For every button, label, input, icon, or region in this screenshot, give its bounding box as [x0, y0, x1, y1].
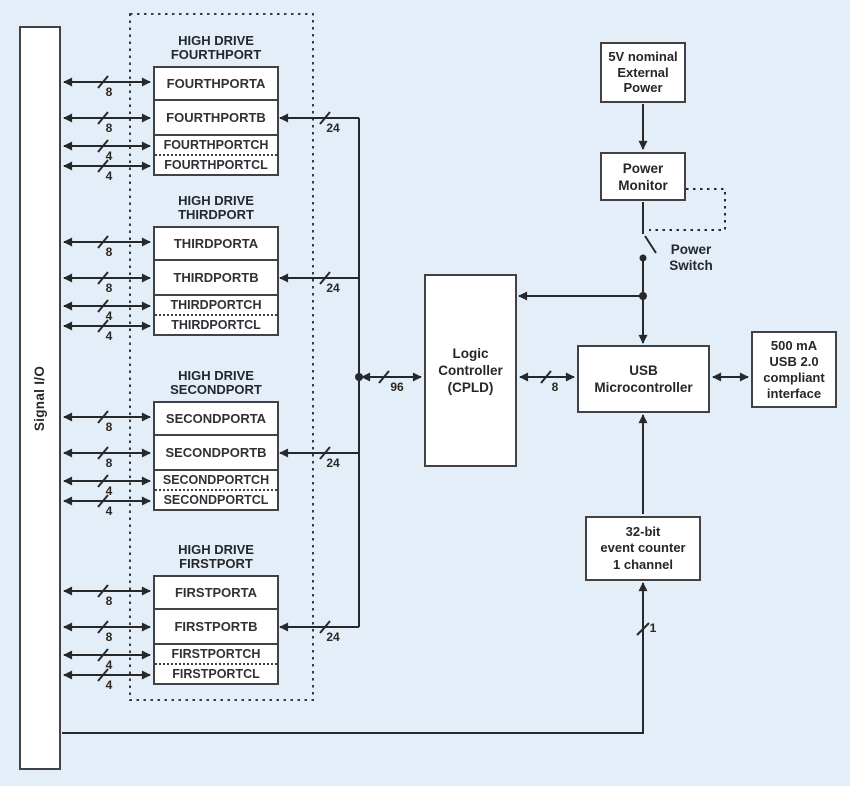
signal-io-box: Signal I/O: [19, 26, 61, 770]
power-monitor-line: Monitor: [618, 177, 668, 193]
port-enclosure-dotted-rect: [129, 13, 314, 701]
header-line: FIRSTPORT: [179, 555, 253, 571]
power-monitor-box: Power Monitor: [600, 152, 686, 201]
external-power-line: Power: [623, 80, 663, 96]
io-arrows-fourthport: [63, 75, 151, 173]
bus-width-label: 24: [326, 121, 340, 135]
logic-controller-line: Controller: [438, 363, 503, 378]
io-arrows-firstport: [63, 584, 151, 682]
bus-width-label: 4: [105, 678, 113, 692]
usb-interface-line: USB 2.0: [769, 353, 819, 369]
external-power-line: External: [617, 64, 669, 80]
bus-width-label: 8: [105, 245, 113, 259]
event-counter-box: 32-bit event counter 1 channel: [585, 516, 701, 581]
port-group-header: HIGH DRIVE THIRDPORT: [153, 194, 279, 221]
event-counter-line: 1 channel: [613, 556, 673, 572]
port-box-firstportch: FIRSTPORTCH: [155, 645, 277, 665]
power-switch-line: Power: [670, 242, 712, 257]
bus-width-label: 8: [105, 85, 113, 99]
header-line: FOURTHPORT: [170, 46, 262, 62]
port-box-fourthportcl: FOURTHPORTCL: [155, 156, 277, 174]
header-line: THIRDPORT: [178, 206, 254, 222]
bus-width-label: 8: [105, 121, 113, 135]
port-box-firstporta: FIRSTPORTA: [155, 577, 277, 610]
logic-controller-box: Logic Controller (CPLD): [424, 274, 517, 467]
usb-interface-line: compliant: [763, 369, 825, 385]
bus-width-label: 4: [105, 504, 113, 518]
bus-width-label: 24: [326, 630, 340, 644]
bus-width-label-8: 8: [551, 380, 559, 394]
header-line: HIGH DRIVE: [178, 193, 254, 208]
port-box-secondportch: SECONDPORTCH: [155, 471, 277, 491]
io-arrows-thirdport: [63, 235, 151, 333]
port-box-thirdportb: THIRDPORTB: [155, 261, 277, 296]
bus-width-label-1: 1: [649, 621, 657, 635]
bus-width-label: 8: [105, 420, 113, 434]
port-group-header: HIGH DRIVE FOURTHPORT: [153, 34, 279, 61]
port-box-secondporta: SECONDPORTA: [155, 403, 277, 436]
header-line: HIGH DRIVE: [178, 542, 254, 557]
io-arrows-secondport: [63, 410, 151, 508]
usb-interface-box: 500 mA USB 2.0 compliant interface: [751, 331, 837, 408]
bus-width-label: 8: [105, 281, 113, 295]
power-switch-blade: [644, 235, 657, 254]
port-group-box: FIRSTPORTA FIRSTPORTB FIRSTPORTCH FIRSTP…: [153, 575, 279, 685]
logic-controller-line: (CPLD): [447, 380, 494, 395]
external-power-box: 5V nominal External Power: [600, 42, 686, 103]
port-box-thirdporta: THIRDPORTA: [155, 228, 277, 261]
port-box-fourthporta: FOURTHPORTA: [155, 68, 277, 101]
port-box-thirdportcl: THIRDPORTCL: [155, 316, 277, 334]
port-group-header: HIGH DRIVE FIRSTPORT: [153, 543, 279, 570]
bus-width-label: 4: [105, 329, 113, 343]
logic-controller-line: Logic: [452, 346, 489, 361]
event-counter-line: event counter: [600, 540, 686, 556]
cpld-mcu-8-bus: [519, 370, 575, 384]
bus-width-label-96: 96: [390, 380, 404, 394]
power-switch-line: Switch: [669, 258, 713, 273]
bus-width-label: 24: [326, 281, 340, 295]
usb-microcontroller-line: Microcontroller: [594, 380, 693, 395]
port-box-thirdportch: THIRDPORTCH: [155, 296, 277, 316]
header-line: HIGH DRIVE: [178, 33, 254, 48]
bus-width-label: 4: [105, 484, 113, 498]
port-box-secondportcl: SECONDPORTCL: [155, 491, 277, 509]
usb-microcontroller-line: USB: [629, 363, 658, 378]
bus-width-label: 4: [105, 149, 113, 163]
port-box-secondportb: SECONDPORTB: [155, 436, 277, 471]
bus-width-label: 4: [105, 169, 113, 183]
port-group-box: FOURTHPORTA FOURTHPORTB FOURTHPORTCH FOU…: [153, 66, 279, 176]
bus-width-label: 8: [105, 456, 113, 470]
bus-width-label: 24: [326, 456, 340, 470]
bus-width-label: 4: [105, 309, 113, 323]
bus-width-label: 8: [105, 594, 113, 608]
usb-microcontroller-box: USB Microcontroller: [577, 345, 710, 413]
port-group-header: HIGH DRIVE SECONDPORT: [153, 369, 279, 396]
port-box-fourthportb: FOURTHPORTB: [155, 101, 277, 136]
usb-interface-line: 500 mA: [770, 337, 818, 353]
power-switch-label: Power Switch: [658, 242, 724, 274]
event-counter-line: 32-bit: [625, 523, 661, 539]
counter-links: [62, 414, 650, 734]
bus-width-label: 4: [105, 658, 113, 672]
external-power-line: 5V nominal: [608, 49, 678, 65]
port-24-bus-lines: [279, 111, 360, 634]
usb-interface-line: interface: [766, 385, 822, 401]
signal-io-label: Signal I/O: [32, 365, 48, 431]
header-line: SECONDPORT: [170, 381, 262, 397]
cpld-96-bus: [355, 370, 422, 384]
port-box-firstportb: FIRSTPORTB: [155, 610, 277, 645]
port-box-fourthportch: FOURTHPORTCH: [155, 136, 277, 156]
header-line: HIGH DRIVE: [178, 368, 254, 383]
power-monitor-line: Power: [622, 160, 664, 176]
port-group-box: THIRDPORTA THIRDPORTB THIRDPORTCH THIRDP…: [153, 226, 279, 336]
port-group-box: SECONDPORTA SECONDPORTB SECONDPORTCH SEC…: [153, 401, 279, 511]
bus-width-label: 8: [105, 630, 113, 644]
power-path: [518, 104, 726, 344]
port-box-firstportcl: FIRSTPORTCL: [155, 665, 277, 683]
